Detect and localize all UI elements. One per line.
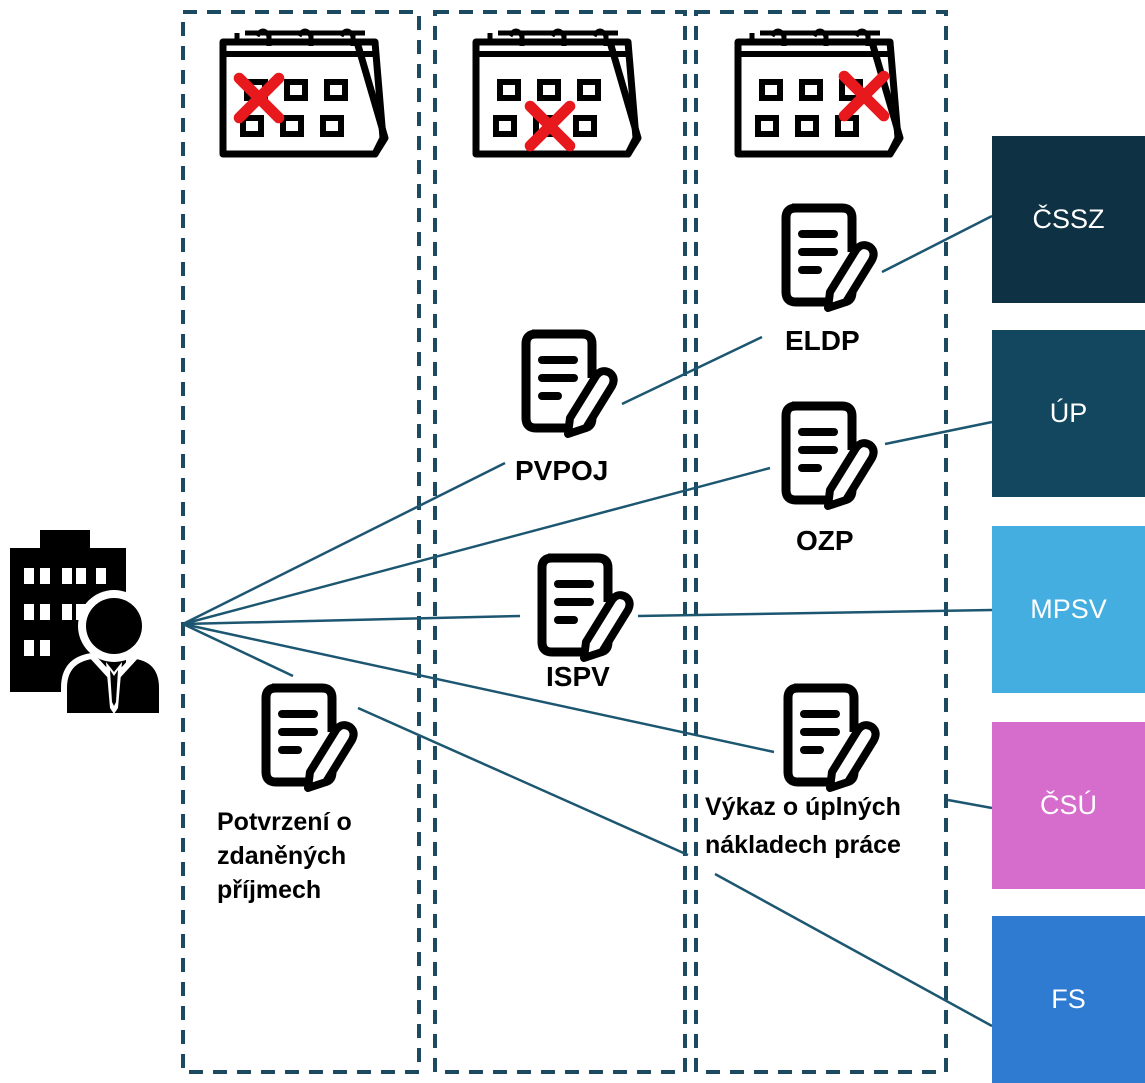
destination-box-mpsv: MPSV: [992, 526, 1145, 693]
doc-label-vykaz-line-1: Výkaz o úplných: [705, 793, 901, 821]
doc-label-potvrzeni-line-1: Potvrzení o: [217, 808, 352, 836]
doc-label-potvrzeni: Potvrzení o zdaněných příjmech: [217, 805, 352, 907]
destination-box-fs: FS: [992, 916, 1145, 1083]
calendar-x-icon: [223, 31, 385, 154]
doc-label-potvrzeni-line-2: zdaněných: [217, 842, 347, 870]
column-1: [181, 10, 421, 1074]
column-2: [433, 10, 687, 1074]
doc-label-vykaz: Výkaz o úplných nákladech práce: [705, 788, 901, 864]
employer-building-person-icon: [10, 530, 165, 719]
doc-label-vykaz-line-2: nákladech práce: [705, 831, 901, 859]
line-vykaz-csu: [947, 798, 993, 810]
doc-label-eldp: ELDP: [785, 325, 860, 356]
line-employer-ozp: [182, 466, 771, 626]
document-edit-icon: [266, 688, 354, 788]
line-ispv-mpsv: [637, 608, 993, 618]
line-ozp-up: [884, 420, 993, 446]
line-employer-pvpoj: [182, 461, 506, 626]
document-edit-icon: [786, 406, 874, 506]
destination-label-csu: ČSÚ: [1039, 790, 1097, 820]
destination-box-cssz: ČSSZ: [992, 136, 1145, 303]
line-pvpoj-eldp: [621, 335, 763, 406]
destination-label-up: ÚP: [1049, 398, 1088, 428]
column-3: [694, 10, 948, 1074]
doc-label-pvpoj: PVPOJ: [515, 455, 609, 486]
doc-label-ozp: OZP: [796, 525, 854, 556]
destination-label-cssz: ČSSZ: [1032, 204, 1105, 234]
destination-label-mpsv: MPSV: [1030, 594, 1107, 624]
document-edit-icon: [786, 208, 874, 308]
calendar-x-icon: [738, 31, 900, 154]
destination-label-fs: FS: [1051, 984, 1086, 1014]
line-vykaz-fs: [714, 872, 993, 1028]
document-edit-icon: [788, 688, 876, 788]
line-eldp-cssz: [881, 214, 993, 274]
destination-box-csu: ČSÚ: [992, 722, 1145, 889]
document-edit-icon: [526, 334, 614, 434]
line-potvrzeni-fs: [357, 706, 689, 857]
line-employer-vykaz: [182, 622, 775, 754]
line-employer-ispv: [182, 614, 521, 626]
destination-box-up: ÚP: [992, 330, 1145, 497]
document-edit-icon: [542, 558, 630, 658]
line-employer-potvrzeni: [182, 622, 294, 678]
doc-label-ispv: ISPV: [546, 661, 610, 692]
connector-lines: [182, 214, 993, 1028]
calendar-x-icon: [476, 31, 638, 154]
doc-label-potvrzeni-line-3: příjmech: [217, 876, 322, 904]
